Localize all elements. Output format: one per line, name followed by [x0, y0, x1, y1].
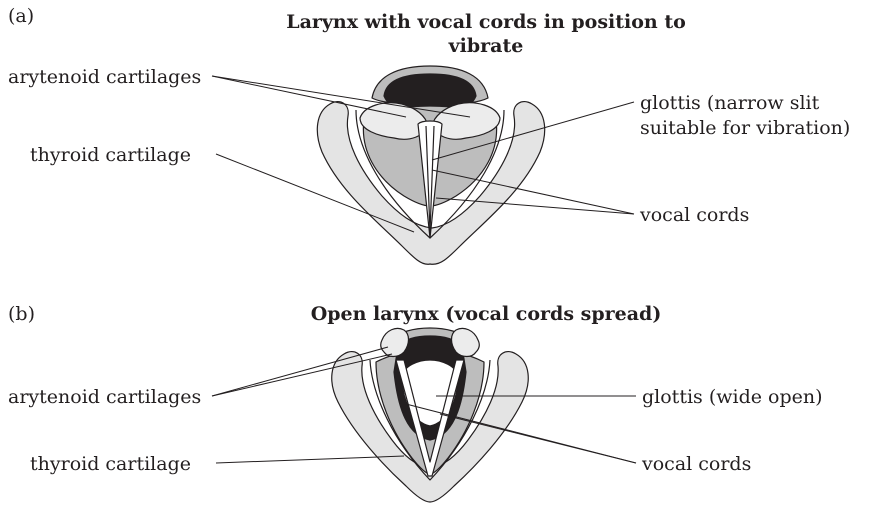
larynx-closed-drawing [317, 66, 544, 264]
label-vocal-cords-a: vocal cords [639, 204, 749, 226]
panel-a-letter: (a) [8, 5, 34, 27]
panel-b-letter: (b) [8, 303, 35, 325]
panel-b: (b) Open larynx (vocal cords spread) ary… [8, 303, 823, 502]
panel-a-title-line2: vibrate [448, 35, 524, 57]
panel-a-title-line1: Larynx with vocal cords in position to [286, 11, 686, 33]
label-arytenoid-b: arytenoid cartilages [8, 386, 201, 408]
label-arytenoid-a: arytenoid cartilages [8, 66, 201, 88]
label-glottis-a-line2: suitable for vibration) [640, 117, 850, 139]
label-glottis-b: glottis (wide open) [642, 386, 823, 408]
label-vocal-cords-b: vocal cords [641, 453, 751, 475]
panel-a: (a) Larynx with vocal cords in position … [8, 5, 850, 264]
arytenoid-left-b [381, 328, 409, 356]
label-thyroid-b: thyroid cartilage [30, 453, 191, 475]
label-thyroid-a: thyroid cartilage [30, 144, 191, 166]
arytenoid-right-b [452, 328, 480, 356]
leader-thyroid-b [216, 456, 404, 463]
panel-b-title: Open larynx (vocal cords spread) [311, 303, 662, 325]
label-glottis-a-line1: glottis (narrow slit [640, 92, 820, 114]
